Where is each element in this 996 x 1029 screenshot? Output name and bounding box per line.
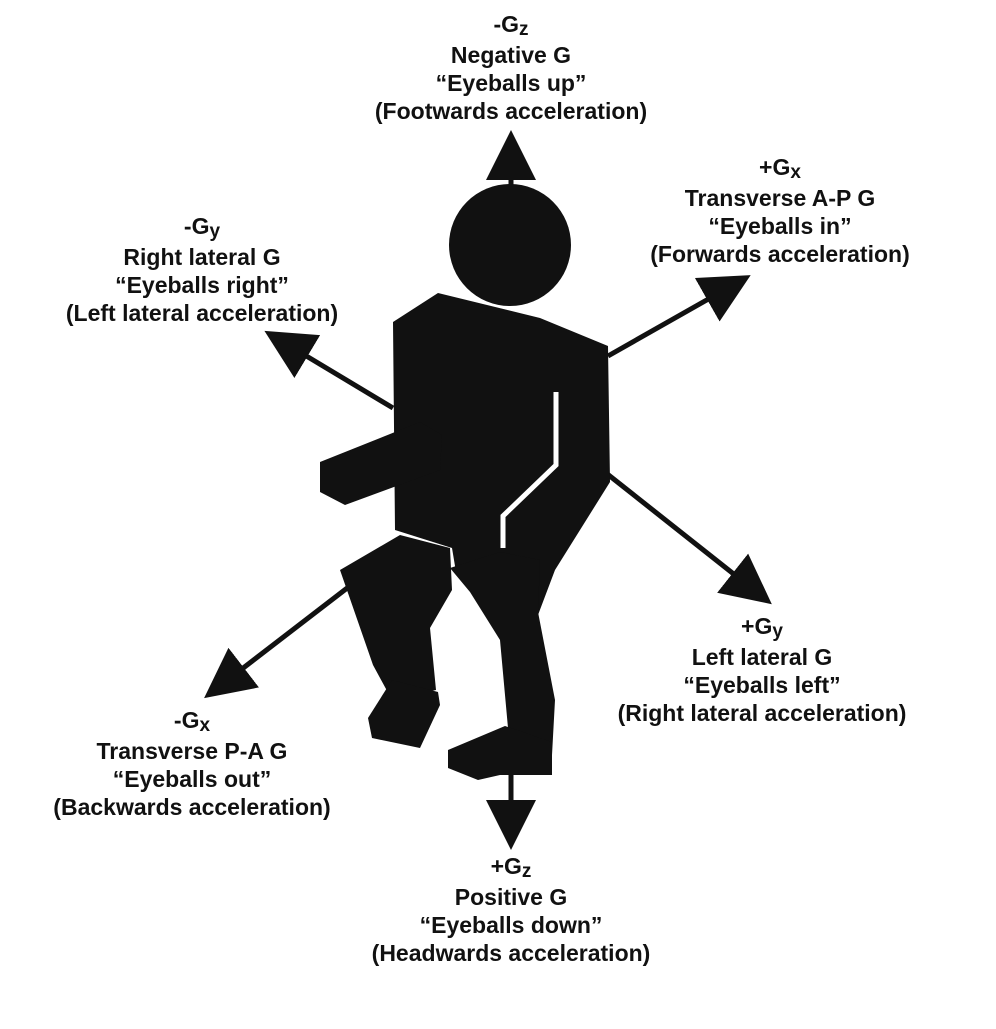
figure-thigh-back [340, 535, 452, 700]
neg-gx-accel: (Backwards acceleration) [53, 794, 331, 820]
figure-foot-front [448, 726, 552, 780]
pos-gy-sub: y [772, 621, 783, 642]
neg-gy-accel: (Left lateral acceleration) [65, 300, 339, 326]
arrow-pos-gx [606, 275, 751, 359]
pos-gy-eyeballs: “Eyeballs left” [683, 672, 841, 698]
pos-gz-eyeballs: “Eyeballs down” [419, 912, 603, 938]
neg-gz-name: Negative G [450, 42, 572, 68]
label-pos-gy: +Gy Left lateral G “Eyeballs left” (Righ… [618, 612, 907, 727]
label-neg-gy: -Gy Right lateral G “Eyeballs right” (Le… [66, 212, 338, 327]
neg-gx-eyeballs: “Eyeballs out” [112, 766, 272, 792]
label-pos-gy-symbol: +Gy [618, 612, 907, 643]
neg-gz-sub: z [519, 19, 529, 40]
label-neg-gx-symbol: -Gx [53, 706, 330, 737]
pos-gz-accel: (Headwards acceleration) [371, 940, 651, 966]
label-pos-gz: +Gz Positive G “Eyeballs down” (Headward… [372, 852, 651, 967]
neg-gy-sub: y [209, 221, 221, 242]
figure-arm [320, 422, 442, 505]
neg-gy-sign: -G [183, 213, 210, 239]
neg-gx-sign: -G [173, 707, 200, 733]
label-pos-gx-symbol: +Gx [650, 153, 909, 184]
neg-gz-sign: -G [493, 11, 520, 37]
arrow-pos-gy [604, 471, 772, 605]
label-neg-gz-symbol: -Gz [375, 10, 647, 41]
pos-gx-sign: +G [759, 154, 791, 180]
pos-gx-sub: x [790, 162, 801, 183]
figure-lower-leg-back [368, 680, 440, 748]
pos-gz-sub: z [521, 861, 532, 882]
neg-gy-eyeballs: “Eyeballs right” [115, 272, 289, 298]
figure-head [449, 184, 571, 306]
label-pos-gz-symbol: +Gz [372, 852, 651, 883]
figure-torso [393, 293, 610, 615]
pos-gx-name: Transverse A-P G [684, 185, 876, 211]
neg-gz-eyeballs: “Eyeballs up” [435, 70, 587, 96]
neg-gy-name: Right lateral G [123, 244, 281, 270]
pos-gz-sign: +G [490, 853, 522, 879]
human-figure [320, 184, 610, 780]
label-neg-gy-symbol: -Gy [66, 212, 338, 243]
label-neg-gz: -Gz Negative G “Eyeballs up” (Footwards … [375, 10, 647, 125]
pos-gx-eyeballs: “Eyeballs in” [708, 213, 852, 239]
pos-gz-name: Positive G [454, 884, 568, 910]
neg-gx-sub: x [199, 715, 211, 736]
pos-gy-sign: +G [741, 613, 773, 639]
pos-gy-accel: (Right lateral acceleration) [617, 700, 907, 726]
neg-gx-name: Transverse P-A G [96, 738, 288, 764]
neg-gz-accel: (Footwards acceleration) [374, 98, 648, 124]
label-pos-gx: +Gx Transverse A-P G “Eyeballs in” (Forw… [650, 153, 909, 268]
figure-thigh-front [450, 552, 555, 762]
arrow-neg-gx [204, 580, 357, 699]
arrow-neg-gy [264, 330, 395, 411]
figure-arm-outline [500, 392, 559, 548]
pos-gx-accel: (Forwards acceleration) [650, 241, 910, 267]
pos-gy-name: Left lateral G [691, 644, 833, 670]
label-neg-gx: -Gx Transverse P-A G “Eyeballs out” (Bac… [53, 706, 330, 821]
